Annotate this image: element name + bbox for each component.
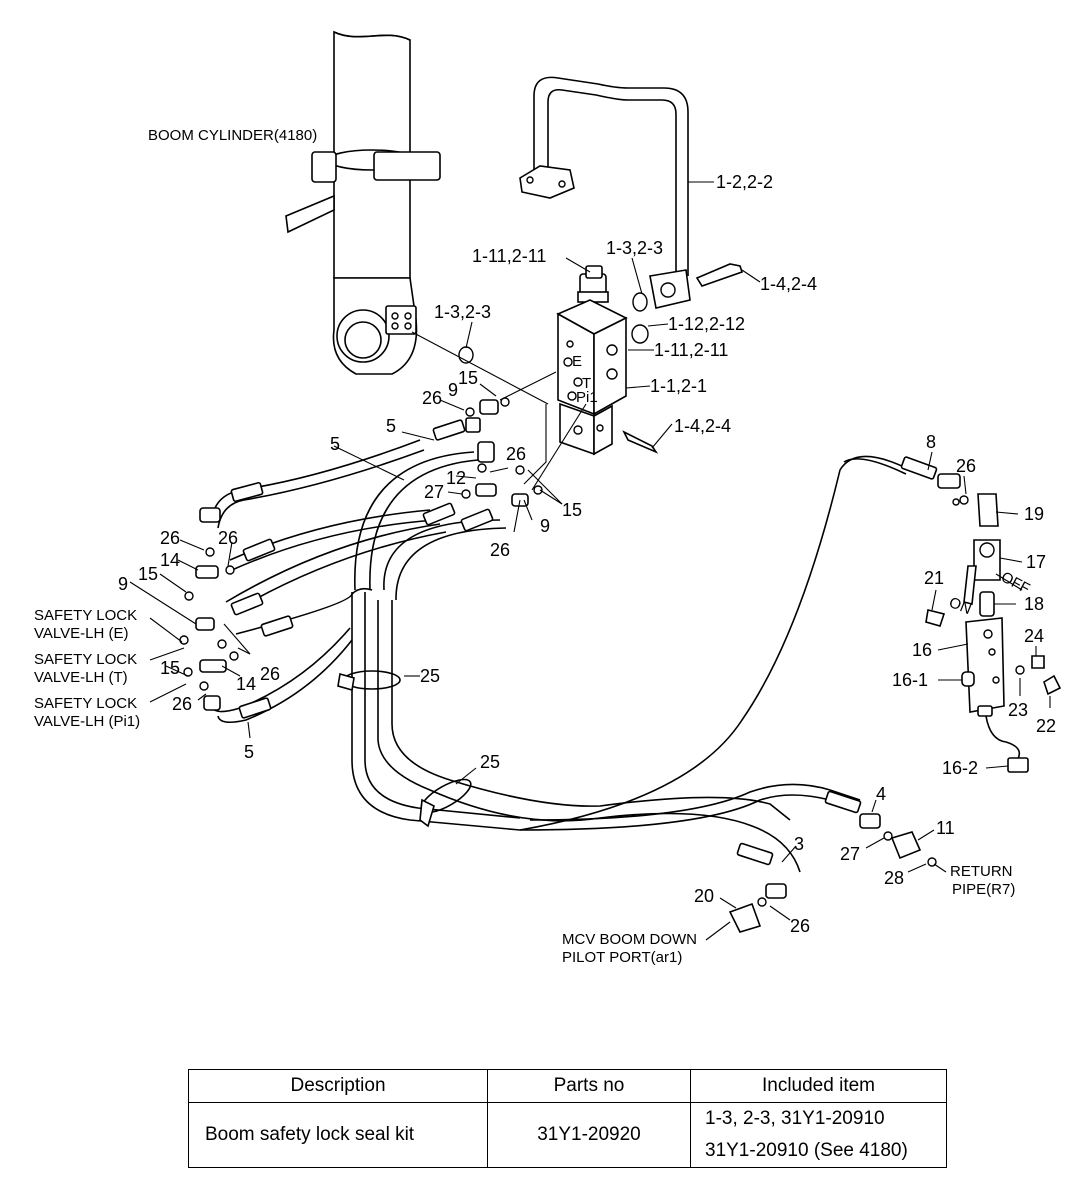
label-27-a: 27 — [424, 482, 444, 502]
label-26-c: 26 — [490, 540, 510, 560]
label-port-e: E — [572, 353, 582, 370]
leader-lines — [129, 181, 1051, 941]
label-safety-p-2: VALVE-LH (Pi1) — [34, 713, 140, 730]
label-1-11-2-11-mid: 1-11,2-11 — [654, 340, 728, 360]
label-9-b: 9 — [540, 516, 550, 536]
label-23: 23 — [1008, 700, 1028, 720]
label-return-pipe-2: PIPE(R7) — [952, 881, 1015, 898]
label-25-b: 25 — [480, 752, 500, 772]
header-description: Description — [188, 1069, 488, 1103]
label-1-12-2-12: 1-12,2-12 — [668, 314, 745, 334]
label-1-4-2-4-top: 1-4,2-4 — [760, 274, 817, 294]
label-port-t: T — [582, 375, 591, 392]
label-1-1-2-1: 1-1,2-1 — [650, 376, 707, 396]
label-11: 11 — [936, 818, 955, 838]
cell-included-item: 1-3, 2-3, 31Y1-20910 31Y1-20910 (See 418… — [690, 1102, 947, 1168]
label-26-i: 26 — [790, 916, 810, 936]
label-19: 19 — [1024, 504, 1044, 524]
label-port-pi1: Pi1 — [576, 389, 598, 406]
label-26-f: 26 — [172, 694, 192, 714]
label-boom-cylinder: BOOM CYLINDER(4180) — [148, 127, 317, 144]
label-return-pipe-1: RETURN — [950, 863, 1013, 880]
included-item-line-1: 1-3, 2-3, 31Y1-20910 — [705, 1108, 885, 1129]
o-rings — [179, 346, 969, 691]
header-parts-no: Parts no — [487, 1069, 691, 1103]
label-16: 16 — [912, 640, 932, 660]
label-1-2-2-2: 1-2,2-2 — [716, 172, 773, 192]
label-25-a: 25 — [420, 666, 440, 686]
callout-labels: BOOM CYLINDER(4180) 1-2,2-2 1-11,2-11 1-… — [34, 127, 1056, 966]
label-20: 20 — [694, 886, 714, 906]
hose-clamps — [337, 670, 472, 828]
label-5-c: 5 — [244, 742, 254, 762]
label-17: 17 — [1026, 552, 1046, 572]
label-15-b: 15 — [562, 500, 582, 520]
label-12: 12 — [446, 468, 466, 488]
label-26-h: 26 — [956, 456, 976, 476]
label-1-4-2-4-low: 1-4,2-4 — [674, 416, 731, 436]
included-item-line-2: 31Y1-20910 (See 4180) — [705, 1140, 908, 1161]
label-24: 24 — [1024, 626, 1044, 646]
label-26-g: 26 — [260, 664, 280, 684]
label-26-b: 26 — [506, 444, 526, 464]
label-mcv-2: PILOT PORT(ar1) — [562, 949, 682, 966]
label-16-2: 16-2 — [942, 758, 978, 778]
pipe-1-2 — [519, 76, 744, 312]
label-safety-e-1: SAFETY LOCK — [34, 607, 137, 624]
cell-description: Boom safety lock seal kit — [188, 1102, 488, 1168]
table-row: Boom safety lock seal kit 31Y1-20920 1-3… — [188, 1102, 947, 1168]
label-1-3-2-3-left: 1-3,2-3 — [434, 302, 491, 322]
label-safety-t-2: VALVE-LH (T) — [34, 669, 128, 686]
label-3: 3 — [794, 834, 804, 854]
label-4: 4 — [876, 784, 886, 804]
table-header-row: Description Parts no Included item — [188, 1069, 947, 1103]
boom-cylinder — [285, 30, 441, 375]
label-9-c: 9 — [118, 574, 128, 594]
seal-kit-table: Description Parts no Included item Boom … — [188, 1069, 947, 1168]
label-18: 18 — [1024, 594, 1044, 614]
label-15-d: 15 — [160, 658, 180, 678]
label-safety-p-1: SAFETY LOCK — [34, 695, 137, 712]
label-safety-t-1: SAFETY LOCK — [34, 651, 137, 668]
label-1-3-2-3-top: 1-3,2-3 — [606, 238, 663, 258]
header-included-item: Included item — [690, 1069, 947, 1103]
label-mcv-1: MCV BOOM DOWN — [562, 931, 697, 948]
label-1-11-2-11-top: 1-11,2-11 — [472, 246, 546, 266]
label-14-a: 14 — [160, 550, 180, 570]
hose-fittings — [195, 399, 961, 899]
label-21: 21 — [924, 568, 944, 588]
hydraulic-parts-diagram: BOOM CYLINDER(4180) 1-2,2-2 1-11,2-11 1-… — [34, 30, 1062, 966]
cell-parts-no: 31Y1-20920 — [487, 1102, 691, 1168]
label-26-e: 26 — [218, 528, 238, 548]
label-8: 8 — [926, 432, 936, 452]
label-14-b: 14 — [236, 674, 256, 694]
label-22: 22 — [1036, 716, 1056, 736]
hose-harness — [211, 439, 907, 873]
label-5-b: 5 — [330, 434, 340, 454]
label-5-a: 5 — [386, 416, 396, 436]
label-9-a: 9 — [448, 380, 458, 400]
label-15-c: 15 — [138, 564, 158, 584]
label-safety-e-2: VALVE-LH (E) — [34, 625, 128, 642]
label-16-1: 16-1 — [892, 670, 928, 690]
stop-valve-assembly — [925, 493, 1062, 773]
label-26-a: 26 — [422, 388, 442, 408]
label-26-d: 26 — [160, 528, 180, 548]
label-27-b: 27 — [840, 844, 860, 864]
safety-valve-block — [556, 265, 659, 456]
label-28: 28 — [884, 868, 904, 888]
label-15-a: 15 — [458, 368, 478, 388]
lower-fittings — [728, 831, 937, 933]
